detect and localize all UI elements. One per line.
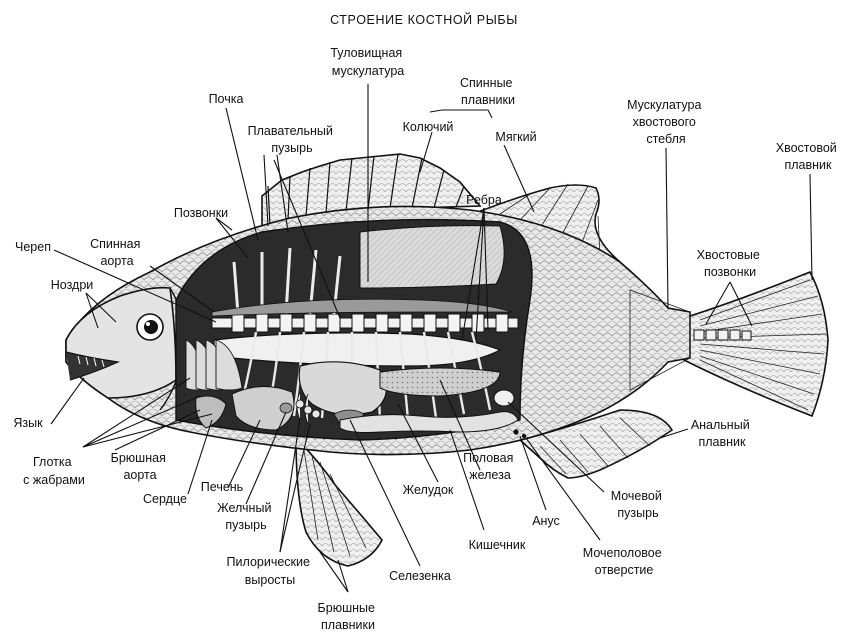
caudal-vertebrae <box>694 330 751 340</box>
anus-opening <box>513 429 518 434</box>
label-intestine: Кишечник <box>469 538 526 552</box>
label-swim-bladder: Плавательный пузырь <box>248 124 337 155</box>
diagram-title: СТРОЕНИЕ КОСТНОЙ РЫБЫ <box>330 12 518 27</box>
label-anus: Анус <box>532 514 560 528</box>
label-urogenital-opening: Мочеполовое отверстие <box>583 546 665 577</box>
fish-head <box>66 288 176 398</box>
label-urinary-bladder: Мочевой пузырь <box>611 489 666 520</box>
label-liver: Печень <box>201 480 243 494</box>
label-kidney: Почка <box>209 92 244 106</box>
label-nostrils: Ноздри <box>51 278 94 292</box>
label-dorsal-fins: Спинные плавники <box>460 76 516 107</box>
label-pharynx-gills: Глотка с жабрами <box>23 455 85 487</box>
label-stomach: Желудок <box>403 483 454 497</box>
label-spiny-fin: Колючий <box>403 120 454 134</box>
label-skull: Череп <box>15 240 51 254</box>
urinary-bladder <box>494 390 514 406</box>
label-ventral-aorta: Брюшная аорта <box>111 451 170 482</box>
caudal-fin <box>684 272 828 416</box>
label-caudal-fin: Хвостовой плавник <box>776 141 841 172</box>
pelvic-fin <box>296 438 382 566</box>
label-caudal-vertebrae: Хвостовые позвонки <box>697 248 764 279</box>
label-gall-bladder: Желчный пузырь <box>217 501 275 532</box>
gall-bladder <box>280 403 292 413</box>
label-pyloric-caeca: Пилорические выросты <box>227 555 314 587</box>
label-anal-fin: Анальный плавник <box>691 418 753 449</box>
label-tongue: Язык <box>13 416 43 430</box>
label-pelvic-fins: Брюшные плавники <box>318 601 379 632</box>
label-soft-fin: Мягкий <box>495 130 536 144</box>
urogenital-opening-dot <box>522 434 526 438</box>
label-ribs: Ребра <box>466 193 502 207</box>
label-trunk-muscles: Туловищная мускулатура <box>330 46 405 78</box>
label-gonad: Половая железа <box>463 451 517 482</box>
label-tail-stem-muscles: Мускулатура хвостового стебля <box>627 98 705 146</box>
label-vertebrae: Позвонки <box>174 206 228 220</box>
label-heart: Сердце <box>143 492 187 506</box>
label-dorsal-aorta: Спинная аорта <box>90 237 144 268</box>
label-spleen: Селезенка <box>389 569 451 583</box>
